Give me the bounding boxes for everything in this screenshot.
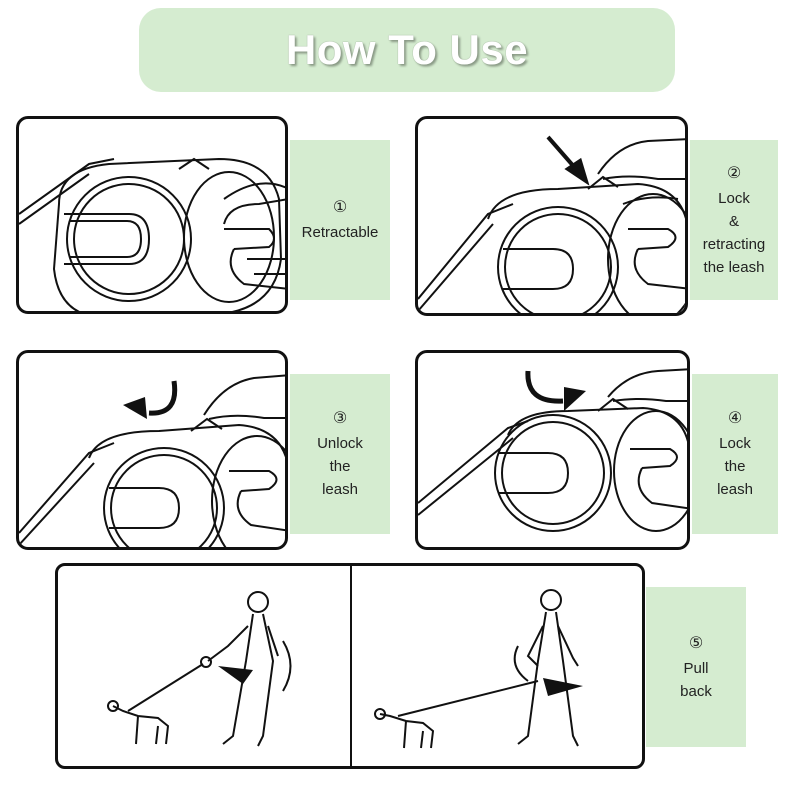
step-3-illustration: [16, 350, 288, 550]
step-5-label: ⑤ Pull back: [646, 587, 746, 747]
step-2-text-line: &: [728, 212, 739, 230]
step-5-number: ⑤: [688, 634, 704, 652]
step-4-text-line: Lock: [719, 435, 751, 452]
step-3-text-line: leash: [322, 481, 358, 498]
step-2-illustration: [415, 116, 688, 316]
step-5-text-line: back: [680, 682, 712, 700]
step-3-text-line: the: [329, 458, 351, 475]
step-3-text-line: Unlock: [317, 435, 363, 452]
step-4-number: ④: [727, 410, 743, 427]
step-2-number: ②: [726, 164, 742, 182]
step-3-label: ③ Unlock the leash: [290, 374, 390, 534]
clockwise-arrow-icon: [418, 368, 687, 532]
step-4-text-line: the: [724, 458, 746, 475]
title-banner: How To Use: [139, 8, 675, 92]
press-button-arrow-icon: [418, 135, 685, 313]
step-1-text-line: Retractable: [301, 224, 379, 241]
step-1-number: ①: [332, 199, 348, 216]
step-2-text-line: retracting: [702, 235, 766, 253]
page-title: How To Use: [285, 26, 529, 73]
step-2-label: ② Lock & retracting the leash: [690, 140, 778, 300]
step-4-label: ④ Lock the leash: [692, 374, 778, 534]
step-1-illustration: [16, 116, 288, 314]
leash-handle-drawing: [19, 157, 285, 311]
step-2-text-line: Lock: [718, 189, 750, 207]
step-1-label: ① Retractable: [290, 140, 390, 300]
step-4-text-line: leash: [717, 481, 753, 498]
step-5-text-line: Pull: [683, 659, 709, 677]
scene-divider: [350, 566, 352, 766]
counterclockwise-arrow-icon: [19, 374, 285, 547]
step-3-number: ③: [332, 410, 348, 427]
person-walking-dog-drawing: [107, 589, 583, 749]
step-5-illustration: [55, 563, 645, 769]
step-2-text-line: the leash: [703, 258, 765, 276]
step-4-illustration: [415, 350, 690, 550]
